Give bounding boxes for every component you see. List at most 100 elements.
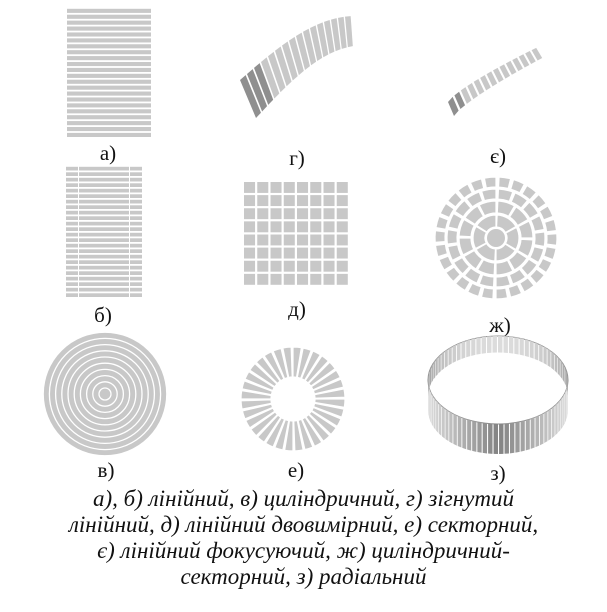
array-element-cell [310, 195, 322, 207]
array-element-strip [310, 25, 323, 62]
array-element-segment [503, 336, 508, 353]
array-element-segment [508, 336, 514, 354]
array-element-sector [244, 370, 276, 392]
array-element-segment [466, 339, 471, 358]
array-element-sector [463, 267, 482, 284]
array-element-cell [244, 221, 256, 233]
array-element-segment [566, 369, 567, 389]
label-z: з) [490, 461, 506, 485]
array-element-segment [487, 336, 492, 354]
array-element-cell [257, 273, 269, 285]
label-g: г) [289, 146, 305, 170]
array-element-strip [67, 79, 151, 84]
array-element-segment [444, 349, 448, 368]
array-element-segment [438, 403, 442, 436]
array-element-sector [241, 403, 274, 420]
array-element-cell [257, 260, 269, 272]
array-element-sector [297, 418, 314, 451]
array-element-center [487, 229, 505, 247]
array-ring-gap [79, 368, 131, 420]
array-element-segment [551, 351, 555, 371]
array-element-cell [336, 208, 348, 220]
array-element-cell [297, 195, 309, 207]
array-element-strip [460, 87, 472, 104]
array-element-strip [480, 75, 491, 91]
array-element-strip [130, 260, 142, 264]
array-element-sector [508, 268, 527, 285]
array-element-strip [66, 265, 78, 270]
array-element-sector [446, 228, 459, 245]
array-element-sector [244, 407, 276, 429]
array-element-sector [282, 346, 293, 379]
array-element-cell [270, 234, 282, 246]
array-element-strip [324, 20, 335, 54]
array-linear-focusing [440, 40, 543, 116]
array-element-strip [289, 36, 304, 76]
array-element-segment [456, 342, 461, 361]
array-element-strip [79, 221, 129, 226]
array-element-segment [529, 340, 534, 359]
array-element-segment [544, 411, 548, 444]
array-element-segment [525, 419, 530, 451]
array-element-sector [439, 202, 455, 219]
array-element-cell [323, 221, 335, 233]
array-radial-drawing [427, 335, 569, 454]
array-element-sector [495, 259, 514, 276]
array-element-segment [515, 421, 520, 453]
array-element-strip [130, 177, 142, 182]
array-element-sector [434, 243, 449, 258]
array-element-cell [244, 247, 256, 259]
array-element-strip [79, 210, 129, 215]
array-element-cell [297, 208, 309, 220]
array-element-strip [130, 265, 142, 270]
array-element-strip [275, 46, 292, 87]
array-element-cell [270, 195, 282, 207]
array-element-strip [67, 8, 151, 13]
array-element-strip [66, 172, 78, 176]
array-element-strip [66, 282, 78, 286]
array-element-strip [66, 249, 78, 253]
array-element-cell [323, 182, 335, 193]
array-element-strip [66, 194, 78, 198]
array-element-sector [458, 237, 475, 256]
array-element-cell [297, 247, 309, 259]
array-element-cell [297, 221, 309, 233]
array-element-strip [79, 188, 129, 193]
array-element-strip [67, 97, 151, 102]
label-a: а) [99, 141, 117, 165]
array-element-strip [303, 28, 317, 66]
array-element-segment [429, 387, 430, 421]
caption-line: лінійний, д) лінійний двовимірний, е) се… [68, 512, 539, 537]
array-element-sector [312, 378, 345, 395]
array-element-strip [66, 227, 78, 231]
array-element-segment [429, 367, 432, 387]
array-linear-b [66, 166, 142, 298]
array-element-sector [508, 206, 529, 227]
array-element-sector [313, 388, 346, 399]
array-element-sector [447, 212, 464, 231]
array-element-strip [261, 57, 280, 99]
array-element-cell [310, 273, 322, 285]
array-element-strip [66, 293, 78, 297]
array-element-strip [67, 103, 151, 108]
array-element-cell [310, 260, 322, 272]
array-element-sector [520, 258, 538, 277]
array-element-strip [67, 91, 151, 96]
array-ring-gap [98, 387, 112, 401]
array-element-cell [283, 234, 295, 246]
array-element-strip [66, 166, 78, 171]
array-element-strip [268, 51, 286, 93]
array-element-cell [270, 247, 282, 259]
array-element-sector [446, 191, 464, 208]
array-element-cell [270, 208, 282, 220]
array-element-segment [433, 397, 436, 430]
array-element-sector [248, 362, 278, 388]
array-element-strip [79, 271, 129, 275]
array-element-cell [283, 182, 295, 193]
array-element-strip [66, 232, 78, 237]
array-element-strip [79, 177, 129, 182]
array-2d-linear [243, 181, 349, 286]
array-element-strip [66, 243, 78, 248]
array-element-segment [493, 423, 498, 454]
array-element-sector [510, 192, 529, 209]
